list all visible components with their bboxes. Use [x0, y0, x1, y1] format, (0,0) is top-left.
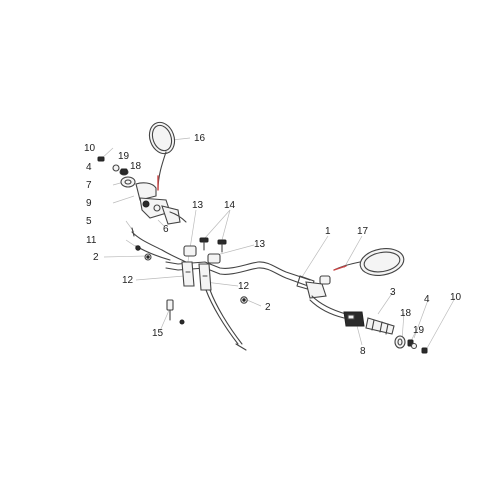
callout-15: 15	[152, 328, 164, 339]
callout-13-left: 13	[192, 200, 204, 211]
callout-17: 17	[357, 226, 369, 237]
callout-12-right: 12	[238, 281, 250, 292]
callout-16: 16	[194, 133, 206, 144]
lower-cable	[205, 289, 247, 351]
callout-7: 7	[86, 180, 92, 191]
callout-10-left: 10	[84, 143, 96, 154]
callout-4-right: 4	[424, 294, 430, 305]
callout-10-right: 10	[450, 292, 462, 303]
callout-6: 6	[163, 224, 169, 235]
left-lower-small-parts	[131, 227, 152, 261]
callout-13-right: 13	[254, 239, 266, 250]
callout-2-left: 2	[93, 252, 99, 263]
leader-lines	[99, 137, 456, 351]
left-small-parts	[97, 156, 136, 188]
left-control-cluster	[135, 182, 187, 225]
right-control-cluster	[305, 275, 347, 319]
callout-2-right: 2	[265, 302, 271, 313]
riser-brackets	[181, 261, 212, 291]
left-mirror	[148, 121, 176, 191]
center-small-parts	[166, 296, 248, 325]
callout-9: 9	[86, 198, 92, 209]
callout-14: 14	[224, 200, 236, 211]
right-mirror	[333, 248, 405, 276]
callout-3: 3	[390, 287, 396, 298]
callout-labels: 16 10 19 4 18 7 9 5 6 11 2 13 14 13 12 1…	[84, 133, 462, 357]
callout-4-left: 4	[86, 162, 92, 173]
callout-11: 11	[86, 235, 97, 246]
callout-19-right: 19	[413, 325, 425, 336]
right-small-parts	[394, 335, 428, 354]
handlebar-clamps	[183, 237, 227, 264]
callout-8: 8	[360, 346, 366, 357]
callout-5: 5	[86, 216, 92, 227]
callout-1: 1	[325, 226, 331, 237]
callout-12-left: 12	[122, 275, 134, 286]
callout-18-left: 18	[130, 161, 142, 172]
callout-18-right: 18	[400, 308, 412, 319]
callout-19-left: 19	[118, 151, 130, 162]
right-switch-housing	[343, 311, 365, 327]
right-grip	[365, 317, 395, 335]
